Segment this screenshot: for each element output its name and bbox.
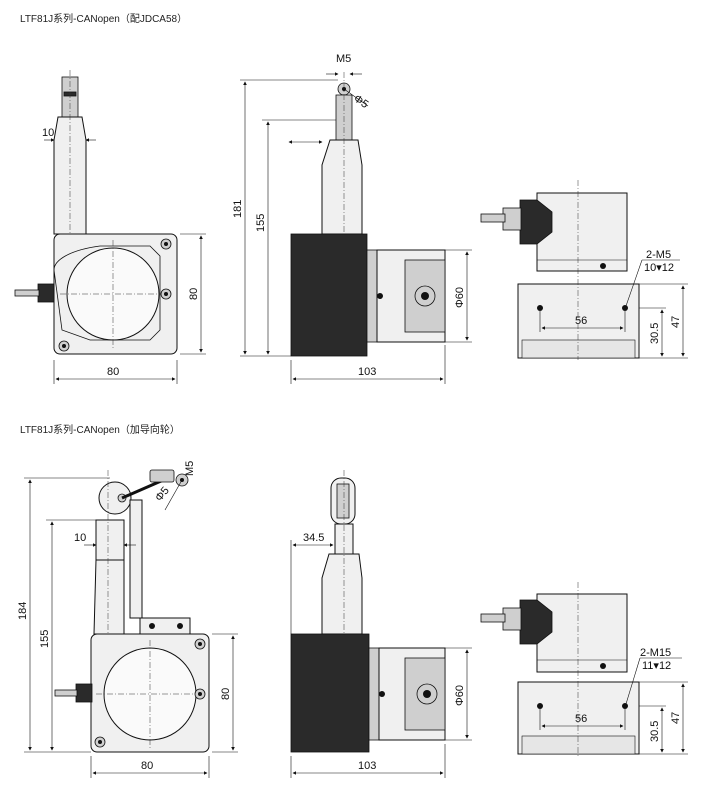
section-1-side-view <box>290 72 446 357</box>
s2-shaft-dia: Φ60 <box>454 685 466 706</box>
s1-total-height: 181 <box>232 200 244 218</box>
s2-offset: 34.5 <box>303 532 324 544</box>
section-2-top-view <box>480 582 640 758</box>
s2-front-width: 80 <box>141 760 153 772</box>
s1-hole-spec-1: 2-M5 <box>646 249 671 261</box>
section-1-front-dimensions: 10 80 80 <box>42 127 206 384</box>
s2-thread: M5 <box>184 461 196 476</box>
section-1-front-view <box>14 70 178 355</box>
section-1-title: LTF81J系列-CANopen（配JDCA58） <box>20 14 188 25</box>
s1-depth: 103 <box>358 366 376 378</box>
section-1-top-dimensions: 2-M5 10▾12 56 30.5 47 <box>539 249 688 359</box>
s2-base-half: 30.5 <box>649 721 661 742</box>
s1-hole-dia: Φ5 <box>351 93 370 111</box>
section-1-top-view <box>480 180 640 360</box>
section-2-top-dimensions: 2-M15 11▾12 56 30.5 47 <box>539 647 688 755</box>
s2-hole-spec-1: 2-M15 <box>640 647 671 659</box>
s1-hole-spec-2: 10▾12 <box>644 262 674 274</box>
s1-thread: M5 <box>336 53 351 65</box>
s2-hole-spec-2: 11▾12 <box>642 660 671 672</box>
s2-total-height: 184 <box>17 602 29 620</box>
s2-base-height: 47 <box>670 712 682 724</box>
s1-side-width: 10 <box>42 127 54 139</box>
s2-hole-spacing: 56 <box>575 713 587 725</box>
section-2-side-view <box>290 470 446 753</box>
s2-front-height: 80 <box>220 688 232 700</box>
s1-base-height: 47 <box>670 316 682 328</box>
s2-hole-dia: Φ5 <box>153 485 172 504</box>
s1-shaft-dia: Φ60 <box>454 287 466 308</box>
section-2-title: LTF81J系列-CANopen（加导向轮） <box>20 425 180 436</box>
s1-front-width: 80 <box>107 366 119 378</box>
s1-front-height: 80 <box>188 288 200 300</box>
section-2-side-dimensions: 34.5 103 Φ60 <box>290 532 472 778</box>
s2-side-width: 10 <box>74 532 86 544</box>
s1-base-half: 30.5 <box>649 323 661 344</box>
section-2-front-view <box>54 469 210 753</box>
s2-wire-height: 155 <box>39 630 51 648</box>
s1-wire-height: 155 <box>255 214 267 232</box>
s2-depth: 103 <box>358 760 376 772</box>
s1-hole-spacing: 56 <box>575 315 587 327</box>
